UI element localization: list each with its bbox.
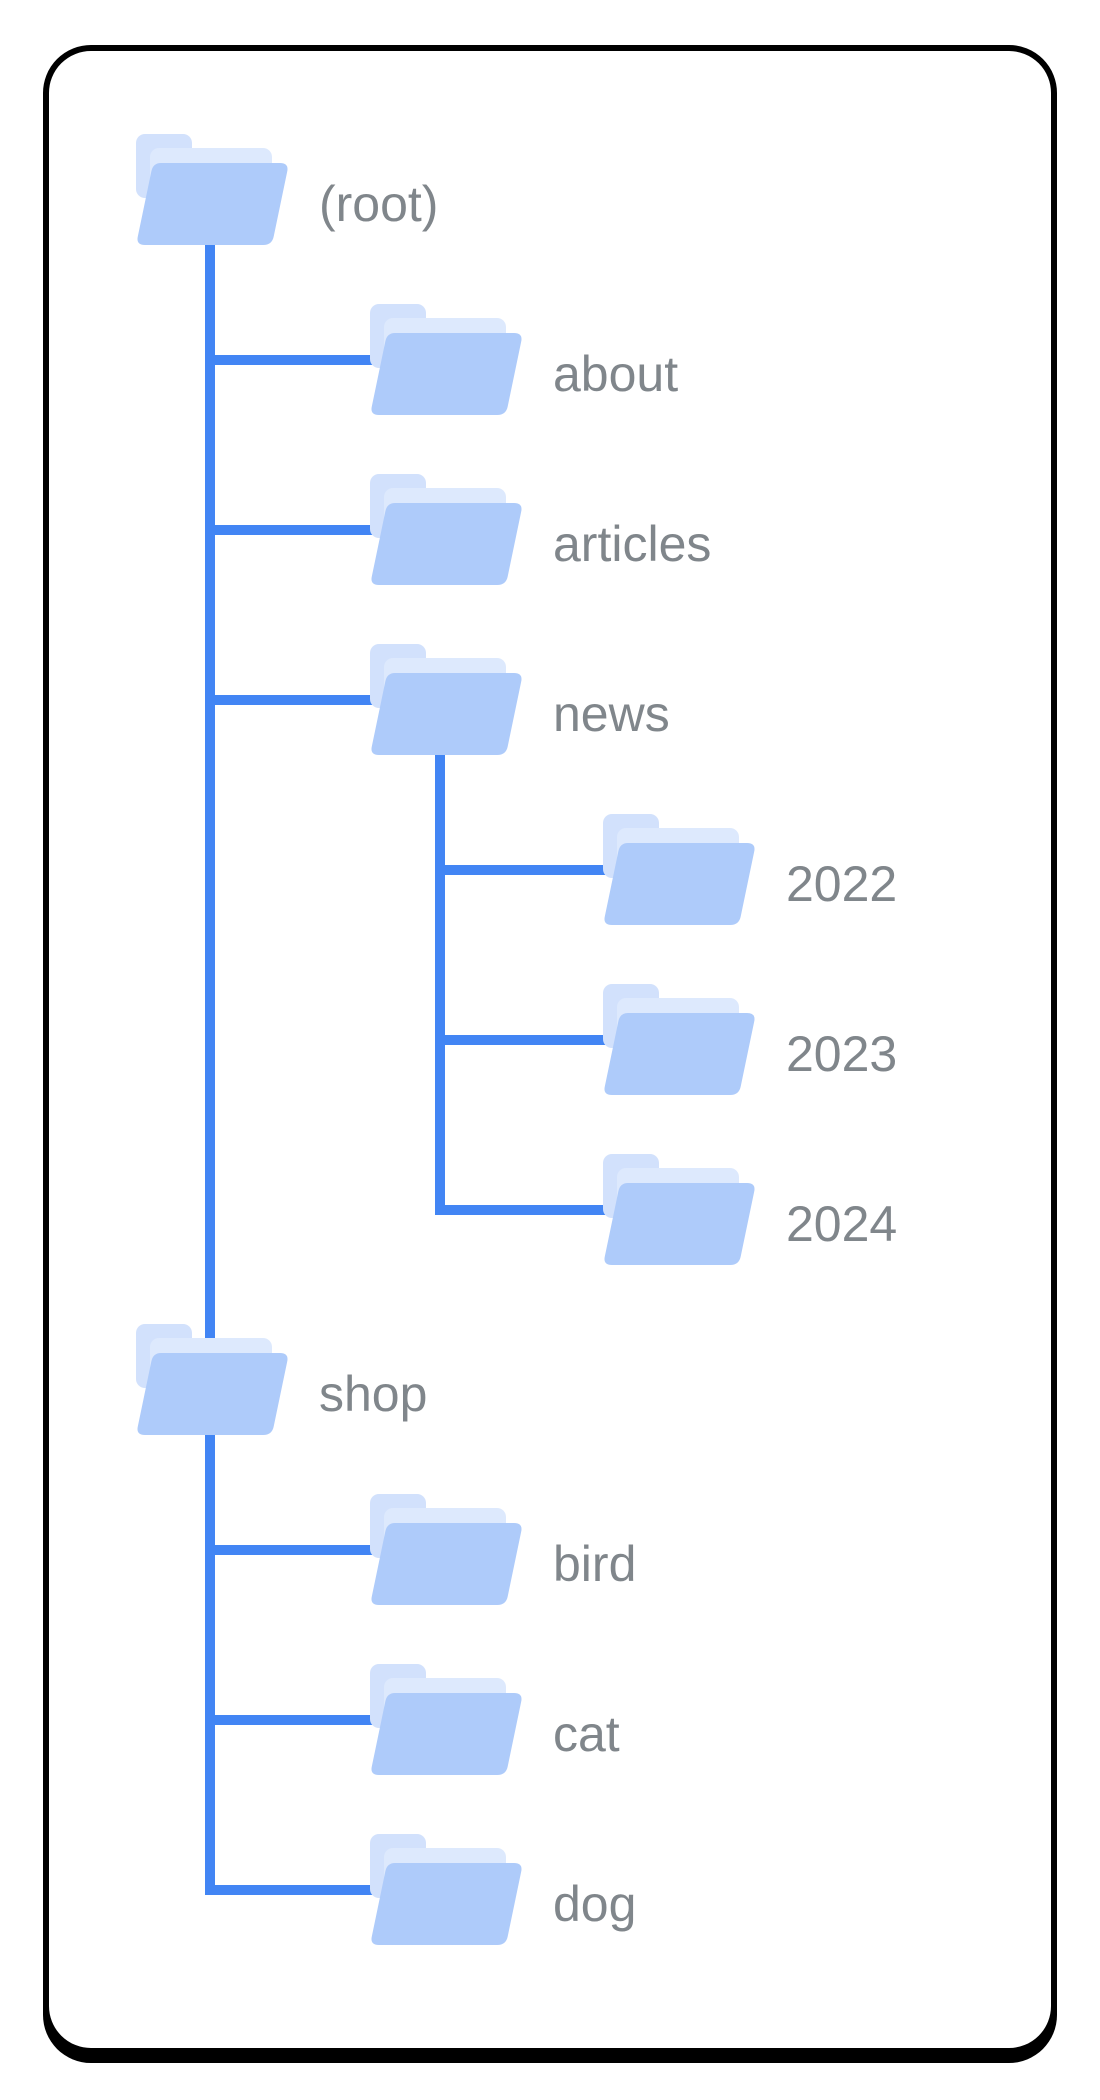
tree-node-root: (root)	[136, 134, 438, 246]
folder-icon	[603, 1154, 756, 1266]
folder-label: news	[553, 686, 670, 742]
folder-icon	[370, 474, 523, 586]
folder-label: about	[553, 346, 679, 402]
tree-node-articles: articles	[370, 474, 711, 586]
folder-label: articles	[553, 516, 712, 572]
folder-icon	[370, 644, 523, 756]
tree-node-shop: shop	[136, 1324, 427, 1436]
folder-label: (root)	[319, 176, 439, 232]
folder-label: cat	[553, 1706, 620, 1762]
tree-node-bird: bird	[370, 1494, 636, 1606]
tree-node-cat: cat	[370, 1664, 620, 1776]
folder-icon	[370, 1494, 523, 1606]
folder-icon	[136, 1324, 289, 1436]
folder-label: 2022	[786, 856, 898, 912]
folder-label: 2024	[786, 1196, 898, 1252]
folder-icon	[603, 814, 756, 926]
folder-icon	[136, 134, 289, 246]
folder-label: 2023	[786, 1026, 898, 1082]
tree-node-news: news	[370, 644, 670, 756]
tree-node-2024: 2024	[603, 1154, 897, 1266]
folder-label: dog	[553, 1876, 637, 1932]
folder-icon	[370, 1664, 523, 1776]
tree-node-2023: 2023	[603, 984, 897, 1096]
folder-icon	[370, 1834, 523, 1946]
tree-node-dog: dog	[370, 1834, 636, 1946]
folder-icon	[370, 304, 523, 416]
tree-node-about: about	[370, 304, 678, 416]
folder-label: shop	[319, 1366, 428, 1422]
folder-icon	[603, 984, 756, 1096]
folder-label: bird	[553, 1536, 637, 1592]
tree-node-2022: 2022	[603, 814, 897, 926]
